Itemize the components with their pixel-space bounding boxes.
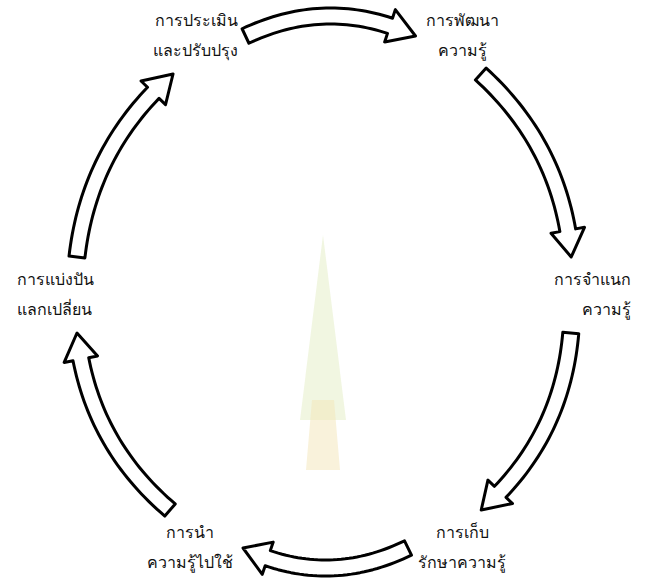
step-node: การจำแนก ความรู้ — [550, 265, 631, 325]
label-run: การเก็บ — [436, 523, 489, 542]
label-run: การนำ — [166, 523, 214, 542]
label-run: การแบ่งปัน — [17, 270, 94, 289]
step-label: การนำ ความรู้ไปใช้ — [145, 518, 235, 578]
watermark-spire — [300, 235, 346, 420]
label-run: ความรู้ — [438, 41, 487, 60]
block-arrow — [243, 541, 411, 576]
step-node: การพัฒนา ความรู้ — [424, 6, 501, 66]
block-arrow — [481, 332, 579, 510]
label-run: การพัฒนา — [426, 11, 499, 30]
step-label: การเก็บ รักษาความรู้ — [416, 518, 508, 578]
label-run: แลกเปลี่ยน — [17, 300, 92, 319]
watermark-base — [306, 400, 340, 470]
label-run: และปรับปรุง — [153, 41, 238, 60]
block-arrow — [69, 74, 173, 258]
block-arrow — [475, 68, 584, 257]
step-node: การนำ ความรู้ไปใช้ — [145, 518, 235, 578]
label-run: ความรู้ — [582, 300, 631, 319]
label-run: ความรู้ไปใช้ — [147, 553, 233, 572]
step-node: การประเมิน และปรับปรุง — [149, 6, 238, 66]
label-run: การจำแนก — [554, 270, 631, 289]
block-arrow — [242, 8, 415, 43]
label-run: รักษาความรู้ — [418, 553, 506, 572]
step-label: การพัฒนา ความรู้ — [424, 6, 501, 66]
step-label: การแบ่งปัน แลกเปลี่ยน — [17, 265, 98, 325]
step-label: การจำแนก ความรู้ — [550, 265, 631, 325]
step-node: การเก็บ รักษาความรู้ — [416, 518, 508, 578]
step-node: การแบ่งปัน แลกเปลี่ยน — [17, 265, 98, 325]
block-arrow — [64, 333, 175, 516]
step-label: การประเมิน และปรับปรุง — [149, 6, 238, 66]
label-run: การประเมิน — [155, 11, 238, 30]
